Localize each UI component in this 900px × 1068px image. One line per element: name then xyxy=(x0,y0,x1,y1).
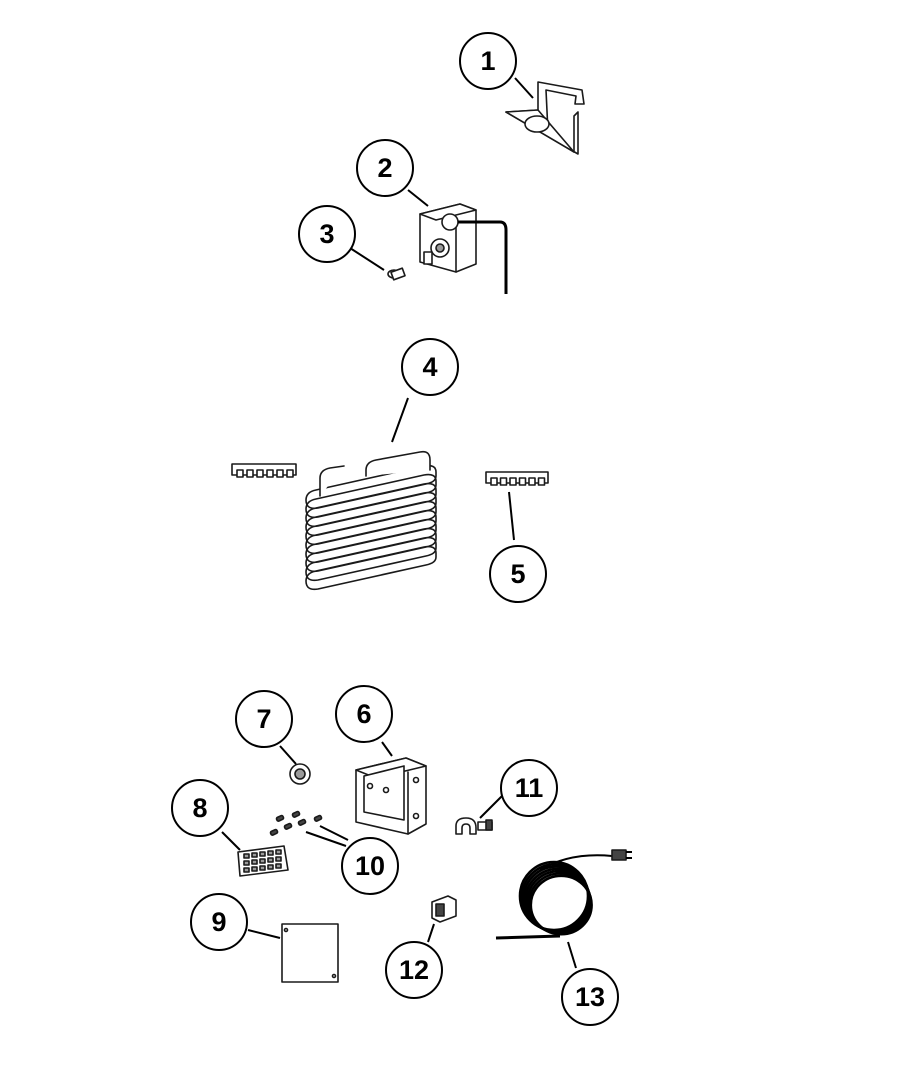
callout-8: 8 xyxy=(171,779,229,837)
callout-13-label: 13 xyxy=(575,982,605,1012)
callout-1: 1 xyxy=(459,32,517,90)
callout-10: 10 xyxy=(341,837,399,895)
part-2-control-box xyxy=(407,189,508,294)
callout-11-label: 11 xyxy=(515,773,544,803)
callout-9-label: 9 xyxy=(211,907,226,937)
terminal-slot xyxy=(243,853,250,859)
terminal-slot xyxy=(275,863,282,869)
clip-tooth xyxy=(236,469,244,478)
callout-5: 5 xyxy=(489,545,547,603)
part-7-grommet xyxy=(279,745,311,785)
callout-6: 6 xyxy=(335,685,393,743)
clip-tooth xyxy=(518,477,527,486)
terminal-slot xyxy=(259,851,266,857)
clip-tooth xyxy=(499,477,508,486)
wire-nut xyxy=(269,828,279,836)
part-6-junction-box xyxy=(355,741,427,835)
wire-nut xyxy=(283,822,293,830)
clip-tooth xyxy=(528,477,536,486)
callout-12-label: 12 xyxy=(399,955,429,985)
callout-3: 3 xyxy=(298,205,356,263)
coil-loop xyxy=(305,545,437,591)
terminal-slot xyxy=(251,852,258,858)
clip-tooth xyxy=(537,477,546,486)
terminal-slot xyxy=(275,856,282,862)
terminal-slot xyxy=(251,866,258,872)
callout-7-label: 7 xyxy=(256,704,271,734)
callout-4-label: 4 xyxy=(422,352,437,382)
part-13-power-cord xyxy=(495,849,632,969)
wire-nut xyxy=(275,814,285,822)
clip-tooth xyxy=(286,469,294,478)
clip-tooth xyxy=(490,477,498,486)
terminal-slot xyxy=(243,867,250,873)
callout-7: 7 xyxy=(235,690,293,748)
part-9-cover-plate xyxy=(247,923,339,983)
terminal-slot xyxy=(275,849,282,855)
callout-2-label: 2 xyxy=(377,153,392,183)
part-3-screw xyxy=(349,247,406,281)
callout-6-label: 6 xyxy=(356,699,371,729)
clip-tooth xyxy=(509,477,517,486)
part-10-wire-nuts xyxy=(269,810,349,847)
callout-9: 9 xyxy=(190,893,248,951)
callout-4: 4 xyxy=(401,338,459,396)
cord-loop xyxy=(529,874,593,936)
terminal-slot xyxy=(267,857,274,863)
part-5-clip-strip-left xyxy=(231,463,297,478)
wire-nut xyxy=(313,814,323,822)
terminal-slot xyxy=(259,865,266,871)
callout-5-label: 5 xyxy=(510,559,525,589)
callout-12: 12 xyxy=(385,941,443,999)
clip-tooth xyxy=(266,469,274,478)
part-4-evaporator-coil xyxy=(305,397,437,591)
callout-1-label: 1 xyxy=(480,46,495,76)
callout-3-label: 3 xyxy=(319,219,334,249)
part-8-terminal-block xyxy=(221,831,289,877)
callout-10-label: 10 xyxy=(355,851,385,881)
wire-nut xyxy=(297,818,307,826)
part-5-clip-strip xyxy=(485,471,549,541)
terminal-slot xyxy=(267,864,274,870)
terminal-slot xyxy=(251,859,258,865)
terminal-slot xyxy=(243,860,250,866)
part-11-strain-relief xyxy=(455,795,503,835)
clip-tooth xyxy=(246,469,254,478)
wire-nut xyxy=(291,810,301,818)
part-12-switch xyxy=(427,895,457,943)
coil-loop xyxy=(305,536,437,582)
clip-tooth xyxy=(256,469,264,478)
callout-2: 2 xyxy=(356,139,414,197)
callout-8-label: 8 xyxy=(192,793,207,823)
terminal-slot xyxy=(267,850,274,856)
terminal-slot xyxy=(259,858,266,864)
callout-11: 11 xyxy=(500,759,558,817)
part-1-bracket xyxy=(505,77,585,155)
clip-tooth xyxy=(276,469,284,478)
callout-13: 13 xyxy=(561,968,619,1026)
